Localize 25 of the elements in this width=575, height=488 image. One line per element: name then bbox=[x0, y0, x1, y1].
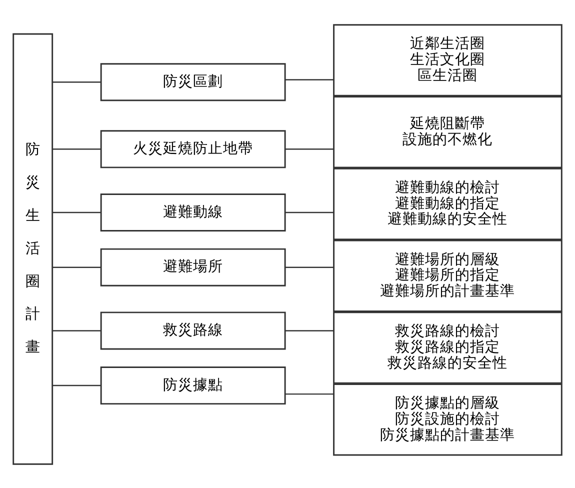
node-box: 避難場所 bbox=[100, 248, 286, 286]
node-box: 防災據點的層級 防災設施的檢討 防災據點的計畫基準 bbox=[333, 383, 562, 456]
node-box: 避難動線 bbox=[100, 193, 286, 232]
connector bbox=[52, 148, 101, 150]
connector bbox=[285, 266, 334, 268]
node-box: 火災延燒防止地帶 bbox=[100, 130, 286, 168]
node-box: 避難場所的層級 避難場所的指定 避難場所的計畫基準 bbox=[333, 239, 562, 312]
node-box: 避難動線的檢討 避難動線的指定 避難動線的安全性 bbox=[333, 167, 562, 240]
connector bbox=[52, 330, 101, 331]
connector bbox=[285, 211, 334, 213]
node-box: 防災區劃 bbox=[100, 62, 286, 101]
node-box: 救災路線的檢討 救災路線的指定 救災路線的安全性 bbox=[333, 311, 562, 384]
node-box: 近鄰生活圈 生活文化圈 區生活圈 bbox=[333, 24, 562, 96]
node-box: 防災生活圈計畫 bbox=[12, 32, 54, 464]
connector bbox=[285, 330, 334, 331]
connector bbox=[285, 392, 334, 394]
connector bbox=[285, 78, 334, 80]
connector bbox=[285, 148, 334, 150]
node-box: 延燒阻斷帶 設施的不燃化 bbox=[333, 96, 562, 168]
node-box: 救災路線 bbox=[100, 311, 286, 350]
connector bbox=[52, 384, 101, 386]
connector bbox=[52, 266, 101, 268]
connector bbox=[52, 81, 101, 82]
node-box: 防災據點 bbox=[100, 366, 286, 404]
connector bbox=[52, 211, 101, 213]
